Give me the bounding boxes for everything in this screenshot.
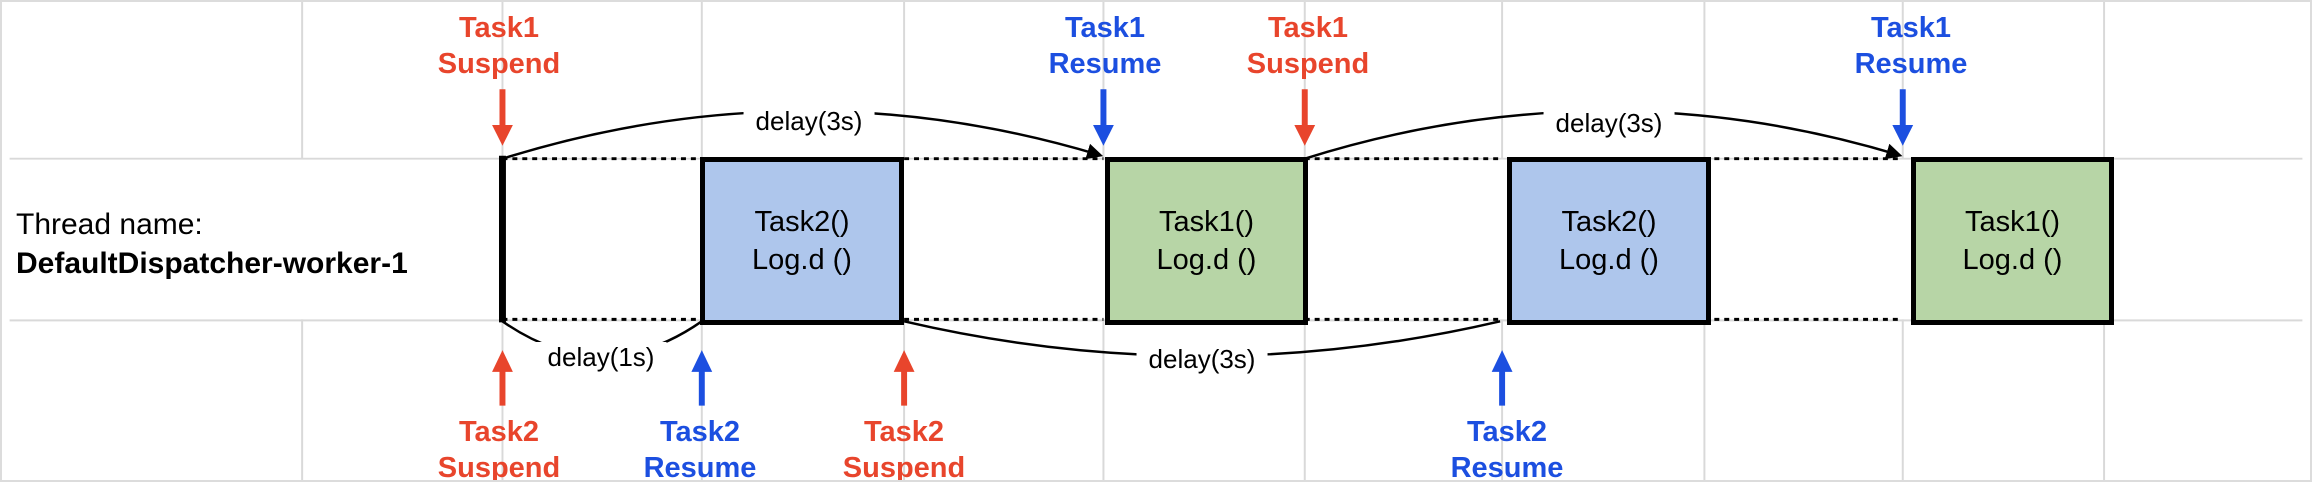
arrow-head-down-icon <box>1892 124 1914 146</box>
event-label-line2: Suspend <box>437 48 561 80</box>
arrow-head-down-icon <box>1093 124 1114 146</box>
task2-resume-arrow <box>1491 350 1513 406</box>
arrow-head-up-icon <box>1491 350 1513 372</box>
arrow-head-up-icon <box>492 350 513 372</box>
thread-name: DefaultDispatcher-worker-1 <box>16 247 408 280</box>
task-run-box-task2: Task2() Log.d () <box>1507 157 1711 325</box>
task1-suspend-arrow <box>1294 89 1316 146</box>
event-label-line2: Suspend <box>842 452 966 482</box>
thread-label-prefix: Thread name: <box>16 208 203 241</box>
task-call-label: Task1() <box>1964 206 2061 238</box>
event-label-line1: Task1 <box>1267 12 1349 44</box>
log-call-label: Log.d () <box>1156 244 1257 276</box>
task2-suspend-arrow <box>893 350 915 406</box>
log-call-label: Log.d () <box>1559 244 1659 276</box>
log-call-label: Log.d () <box>1962 244 2063 276</box>
event-label-line1: Task1 <box>1870 12 1952 44</box>
event-label-line2: Resume <box>643 452 757 482</box>
task2-resume-arrow <box>691 350 713 406</box>
event-label-line2: Suspend <box>1246 48 1370 80</box>
task-call-label: Task2() <box>1561 206 1657 238</box>
task-call-label: Task1() <box>1158 206 1255 238</box>
arrow-head-down-icon <box>1294 124 1316 146</box>
task-call-label: Task2() <box>754 206 850 238</box>
arrow-head-up-icon <box>893 350 915 372</box>
event-label-line2: Resume <box>1450 452 1564 482</box>
task-run-box-task2: Task2() Log.d () <box>700 157 904 325</box>
delay-duration-label: delay(3s) <box>1136 344 1268 374</box>
event-label-line2: Resume <box>1048 48 1162 80</box>
arrow-head-down-icon <box>492 124 513 146</box>
task1-resume-arrow <box>1093 89 1114 146</box>
event-label-line1: Task2 <box>458 416 540 448</box>
thread-label: Thread name: DefaultDispatcher-worker-1 <box>16 205 408 283</box>
delay-duration-label: delay(3s) <box>1543 108 1675 138</box>
event-label-line1: Task2 <box>863 416 945 448</box>
event-label-line1: Task1 <box>1064 12 1146 44</box>
task2-suspend-arrow <box>492 350 513 406</box>
event-label-line2: Suspend <box>437 452 561 482</box>
event-label-line1: Task1 <box>458 12 540 44</box>
task1-suspend-arrow <box>492 89 513 146</box>
event-label-line1: Task2 <box>1466 416 1548 448</box>
task1-resume-arrow <box>1892 89 1914 146</box>
task-run-box-task1: Task1() Log.d () <box>1911 157 2114 325</box>
event-label-line1: Task2 <box>659 416 741 448</box>
event-label-line2: Resume <box>1854 48 1968 80</box>
arrow-head-up-icon <box>691 350 713 372</box>
task-run-box-task1: Task1() Log.d () <box>1105 157 1308 325</box>
delay-duration-label: delay(3s) <box>743 106 875 136</box>
delay-duration-label: delay(1s) <box>535 342 667 372</box>
log-call-label: Log.d () <box>752 244 852 276</box>
